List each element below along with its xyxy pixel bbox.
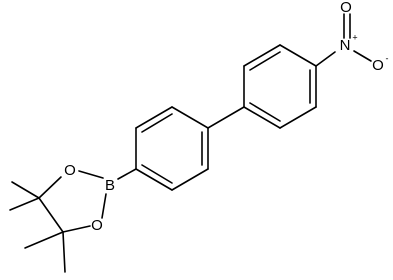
- bond: [135, 106, 173, 129]
- bond: [62, 225, 91, 233]
- bond: [353, 50, 372, 62]
- bond: [279, 44, 317, 67]
- bond: [207, 106, 245, 129]
- bond: [249, 51, 281, 71]
- bond: [78, 170, 104, 179]
- boron-label: B: [105, 177, 115, 194]
- oxygen-right-label: O: [372, 57, 384, 74]
- bond: [38, 197, 64, 233]
- bond: [171, 168, 209, 191]
- bond: [243, 44, 281, 67]
- bond: [24, 231, 64, 249]
- bond: [171, 106, 209, 129]
- bond: [141, 164, 173, 184]
- bond: [117, 168, 137, 180]
- ring-oxygen-upper-label: O: [64, 162, 76, 179]
- atom-labels: N + O O - B O O: [64, 0, 388, 234]
- bond: [9, 197, 40, 211]
- nitrogen-charge: +: [352, 32, 357, 42]
- bond: [315, 51, 336, 67]
- bond: [38, 176, 62, 199]
- bond: [101, 193, 107, 219]
- bond: [135, 168, 173, 191]
- oxygen-right-charge: -: [386, 53, 389, 63]
- bond: [279, 106, 317, 129]
- oxygen-top-label: O: [340, 0, 352, 16]
- bond: [11, 181, 40, 199]
- bond: [62, 231, 66, 273]
- bond: [243, 106, 281, 129]
- bonds: [9, 13, 372, 273]
- ring-oxygen-lower-label: O: [91, 217, 103, 234]
- nitrogen-label: N: [340, 37, 351, 54]
- bond: [249, 102, 281, 122]
- bond: [141, 113, 173, 133]
